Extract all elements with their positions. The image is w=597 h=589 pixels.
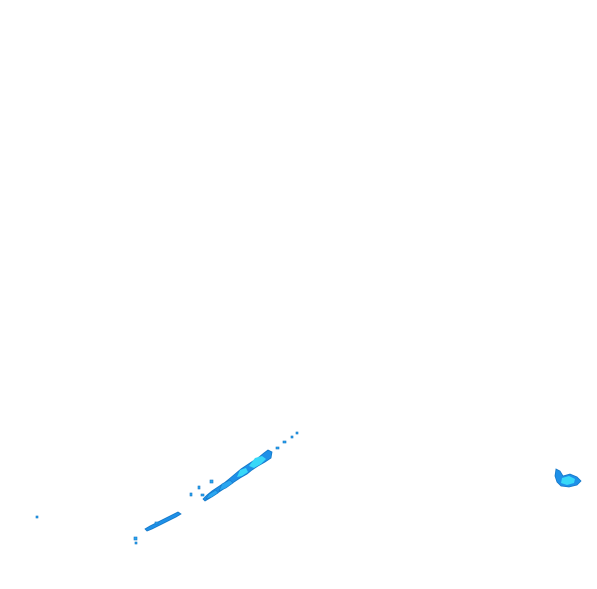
precipitation-band — [35, 431, 299, 545]
echo-cell — [200, 493, 205, 497]
echo-cell — [290, 435, 294, 439]
echo-cell — [134, 541, 138, 545]
echo-cell — [275, 446, 280, 450]
echo-cell — [197, 485, 201, 490]
echo-cell — [133, 536, 138, 541]
echo-cell — [144, 511, 182, 532]
isolated-echo-cluster — [554, 468, 582, 488]
echo-cell — [205, 489, 219, 500]
echo-cell — [209, 479, 214, 484]
echo-cell — [154, 521, 159, 525]
echo-cell — [237, 468, 248, 477]
echo-cell — [218, 479, 234, 492]
echo-cell — [35, 515, 39, 519]
echo-cell — [249, 456, 266, 468]
echo-cell — [189, 492, 193, 497]
echo-cell — [561, 476, 575, 485]
echo-cell — [295, 431, 299, 435]
echo-cell — [282, 440, 287, 444]
